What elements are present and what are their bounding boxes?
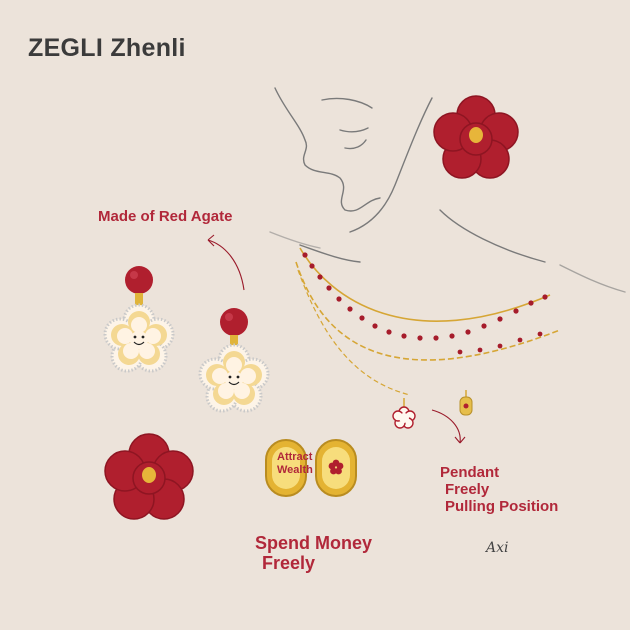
pendant-label-line-3: Pulling Position — [445, 498, 559, 515]
spend-label-line-2: Freely — [262, 553, 316, 573]
necklace-icon — [295, 247, 561, 429]
charm-label-line-2: Wealth — [277, 464, 313, 476]
spend-label: Spend Money Freely — [255, 533, 372, 573]
gold-charm-icon — [265, 439, 307, 497]
gold-charm-icon — [315, 439, 357, 497]
red-flower-icon — [104, 433, 194, 520]
earring-icon — [198, 308, 270, 413]
brand-title: ZEGLI Zhenli — [28, 34, 186, 62]
face-sketch — [269, 87, 626, 293]
gold-tag-icon — [459, 390, 473, 416]
pendant-label-line-2: Freely — [445, 481, 490, 498]
charm-label: Attract Wealth — [277, 451, 313, 477]
pendant-flower-icon — [392, 398, 416, 429]
spend-label-line-1: Spend Money — [255, 533, 373, 553]
earring-icon — [103, 266, 175, 373]
red-flower-icon — [433, 95, 519, 179]
arrow-icon — [207, 234, 466, 444]
pendant-label-line-1: Pendant — [440, 464, 500, 481]
agate-label: Made of Red Agate — [98, 208, 233, 225]
pendant-label: Pendant Freely Pulling Position — [440, 464, 558, 515]
artist-signature: Axi — [486, 540, 509, 556]
charm-label-line-1: Attract — [277, 451, 313, 463]
